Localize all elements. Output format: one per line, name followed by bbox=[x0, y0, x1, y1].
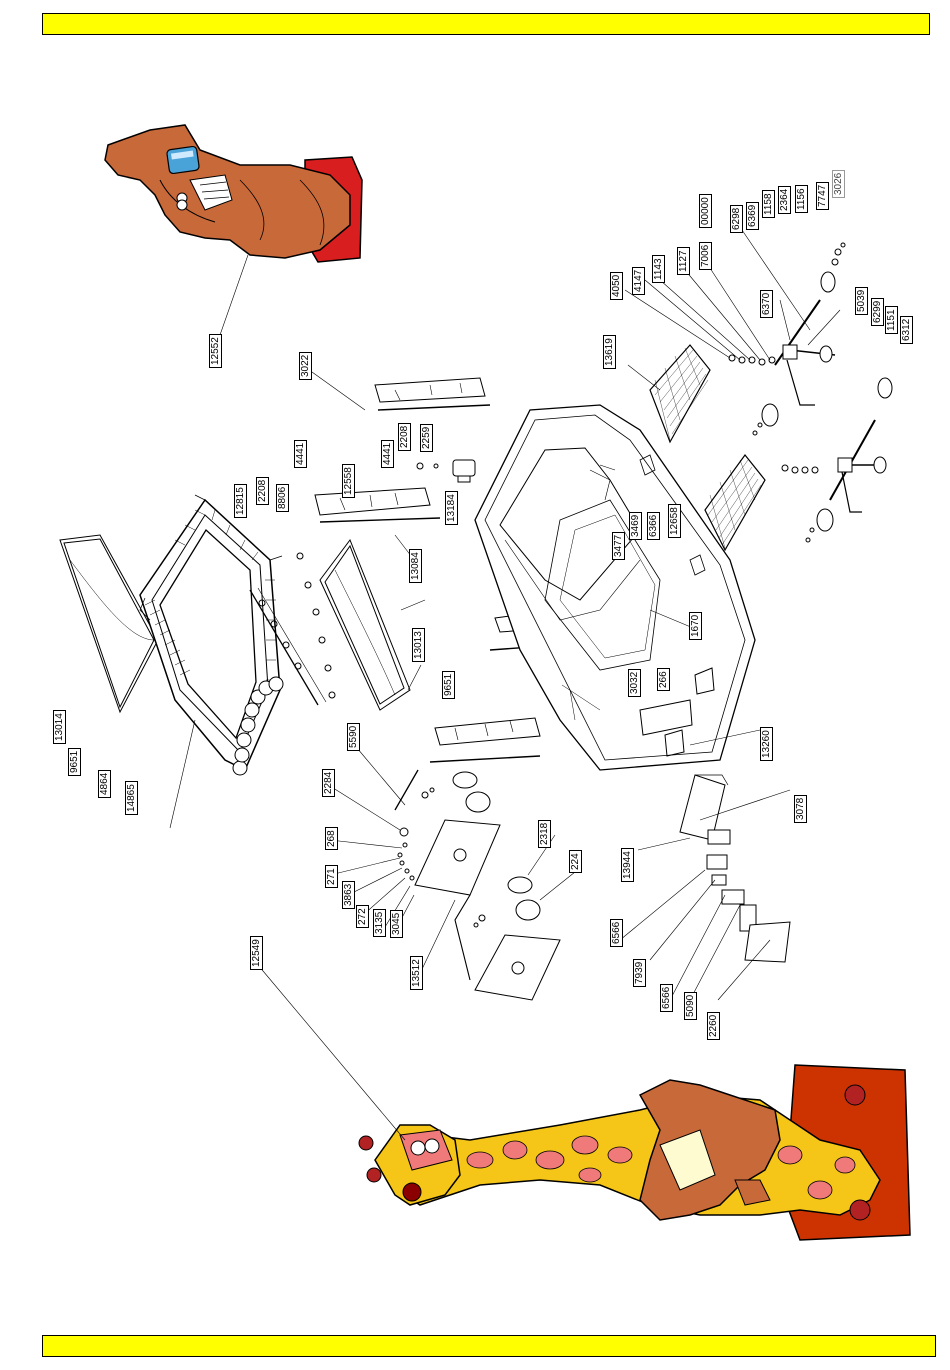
part-label-3022: 3022 bbox=[299, 351, 312, 380]
part-label-3032: 3032 bbox=[628, 668, 641, 697]
part-label-4441a: 4441 bbox=[294, 439, 307, 468]
part-label-13184: 13184 bbox=[445, 491, 458, 525]
part-label-6566b: 6566 bbox=[660, 983, 673, 1012]
part-label-2318: 2318 bbox=[538, 819, 551, 848]
part-label-13084: 13084 bbox=[409, 549, 422, 583]
mesh-grill-13619 bbox=[649, 344, 711, 444]
part-label-00000: 00000 bbox=[699, 194, 712, 228]
part-label-5590: 5590 bbox=[347, 722, 360, 751]
part-label-1143: 1143 bbox=[652, 255, 665, 283]
part-label-9651b: 9651 bbox=[68, 747, 81, 776]
bracket-rail-12815 bbox=[249, 552, 336, 706]
front-panel-13014 bbox=[59, 534, 159, 714]
part-label-5039: 5039 bbox=[855, 286, 868, 315]
part-label-5090: 5090 bbox=[684, 991, 697, 1020]
part-label-3135: 3135 bbox=[373, 908, 386, 937]
part-label-6370: 6370 bbox=[760, 289, 773, 318]
part-label-2259: 2259 bbox=[420, 423, 433, 452]
panel-13013 bbox=[319, 538, 411, 711]
part-label-6369: 6369 bbox=[746, 201, 759, 230]
part-label-2364: 2364 bbox=[778, 185, 791, 214]
wooden-log-frame bbox=[139, 494, 284, 776]
bottom-banner bbox=[42, 1335, 936, 1357]
axle-assembly-lower bbox=[781, 377, 893, 543]
part-label-12815: 12815 bbox=[234, 484, 247, 518]
part-label-13619: 13619 bbox=[603, 335, 616, 369]
control-box-13944 bbox=[679, 774, 729, 841]
part-label-224: 224 bbox=[569, 850, 582, 873]
jar-icon bbox=[166, 145, 200, 175]
part-label-4864: 4864 bbox=[98, 769, 111, 798]
part-label-272: 272 bbox=[356, 905, 369, 928]
part-label-13944: 13944 bbox=[621, 848, 634, 882]
part-label-2208b: 2208 bbox=[256, 476, 269, 505]
part-label-9651a: 9651 bbox=[442, 670, 455, 699]
leader-lines bbox=[169, 229, 841, 1141]
part-label-12658: 12658 bbox=[668, 504, 681, 538]
part-label-6299: 6299 bbox=[871, 297, 884, 326]
part-label-6566a: 6566 bbox=[610, 918, 623, 947]
part-label-1670: 1670 bbox=[689, 611, 702, 640]
part-label-12549: 12549 bbox=[250, 936, 263, 970]
part-label-3863: 3863 bbox=[342, 880, 355, 909]
part-label-4147: 4147 bbox=[632, 266, 645, 295]
part-label-13512: 13512 bbox=[410, 956, 423, 990]
speaker-assembly bbox=[394, 769, 561, 1001]
part-label-13260: 13260 bbox=[760, 727, 773, 761]
part-label-1151: 1151 bbox=[885, 306, 898, 334]
part-label-4050: 4050 bbox=[610, 271, 623, 300]
part-label-14865: 14865 bbox=[125, 781, 138, 815]
part-label-13013: 13013 bbox=[412, 628, 425, 662]
part-label-2208a: 2208 bbox=[398, 422, 411, 451]
part-label-3078: 3078 bbox=[794, 794, 807, 823]
part-label-2284: 2284 bbox=[322, 768, 335, 797]
part-label-266: 266 bbox=[657, 668, 670, 691]
part-label-3045: 3045 bbox=[390, 909, 403, 938]
part-label-3477: 3477 bbox=[612, 531, 625, 560]
part-label-1127: 1127 bbox=[677, 247, 690, 275]
giraffe-illustration bbox=[358, 1064, 911, 1241]
log-post-low bbox=[429, 717, 541, 763]
main-cabinet bbox=[474, 404, 756, 771]
part-label-7747: 7747 bbox=[816, 181, 829, 210]
part-label-2260: 2260 bbox=[707, 1011, 720, 1040]
part-label-3026: 3026 bbox=[832, 169, 845, 198]
part-label-7006: 7006 bbox=[699, 241, 712, 270]
log-post-3022 bbox=[374, 377, 491, 411]
part-label-271: 271 bbox=[325, 865, 338, 888]
mesh-grill-lower bbox=[704, 454, 766, 552]
lamp-socket-13184 bbox=[416, 459, 476, 483]
monkey-illustration bbox=[104, 124, 363, 263]
part-label-1158: 1158 bbox=[762, 190, 775, 218]
part-label-4441b: 4441 bbox=[381, 439, 394, 468]
top-banner bbox=[42, 13, 930, 35]
axle-assembly-upper bbox=[728, 242, 846, 436]
part-label-1156: 1156 bbox=[795, 185, 808, 213]
part-label-13014: 13014 bbox=[53, 710, 66, 744]
log-post-12558 bbox=[314, 487, 441, 523]
part-label-8806: 8806 bbox=[276, 483, 289, 512]
part-label-268: 268 bbox=[325, 827, 338, 850]
part-label-6298: 6298 bbox=[730, 204, 743, 233]
part-label-12552: 12552 bbox=[209, 334, 222, 368]
part-label-3469: 3469 bbox=[629, 511, 642, 540]
electronic-parts bbox=[706, 829, 791, 963]
part-label-12558: 12558 bbox=[342, 464, 355, 498]
part-label-6366: 6366 bbox=[647, 511, 660, 540]
part-label-7939: 7939 bbox=[633, 958, 646, 987]
part-label-6312: 6312 bbox=[900, 315, 913, 344]
